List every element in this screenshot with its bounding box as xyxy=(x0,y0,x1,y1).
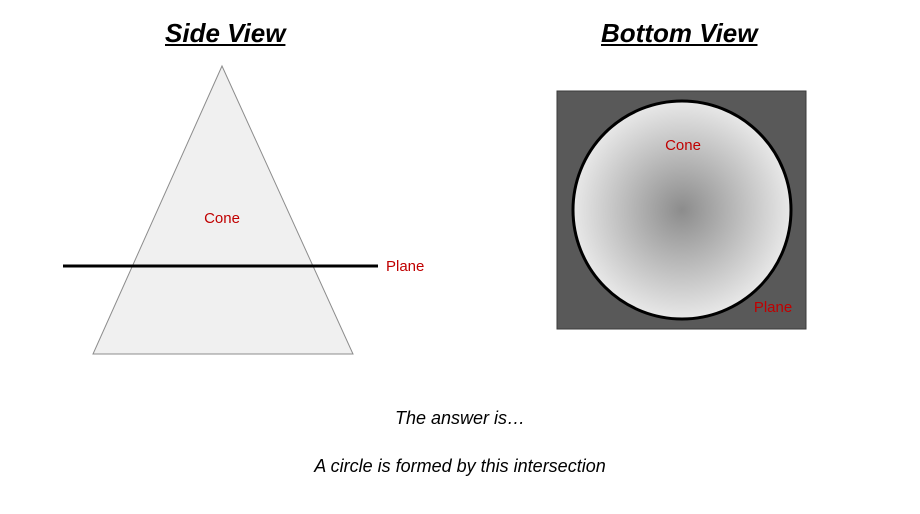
side-cone-label: Cone xyxy=(204,210,240,227)
intersection-circle xyxy=(571,99,793,321)
side-view-title: Side View xyxy=(165,18,286,48)
bottom-cone-label: Cone xyxy=(665,137,701,154)
side-plane-label: Plane xyxy=(386,258,424,275)
bottom-view: Cone Plane xyxy=(556,90,807,330)
side-view: Cone Plane xyxy=(63,64,424,355)
answer-text: A circle is formed by this intersection xyxy=(314,456,606,476)
bottom-plane-label: Plane xyxy=(754,299,792,316)
bottom-view-title: Bottom View xyxy=(601,18,758,48)
cone-side-triangle xyxy=(92,64,354,355)
answer-intro: The answer is… xyxy=(394,408,526,428)
